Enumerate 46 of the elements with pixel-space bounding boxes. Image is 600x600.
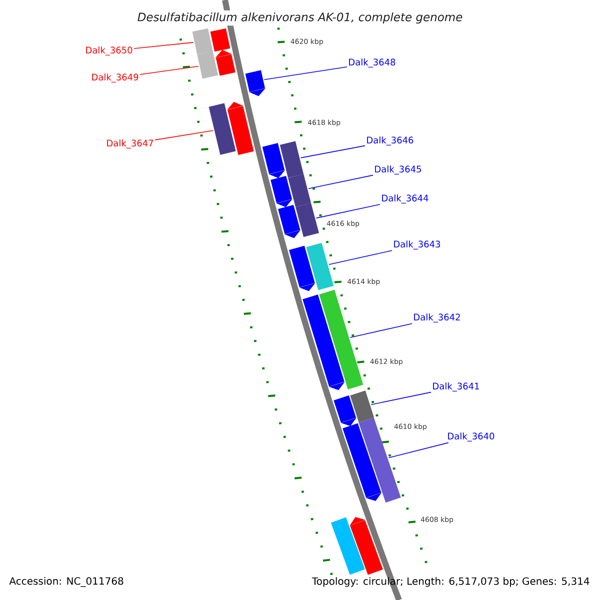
gene-feature: [270, 176, 292, 208]
leader-line: [300, 145, 366, 158]
gene-feature: [262, 142, 285, 178]
gene-label: Dalk_3640: [448, 432, 494, 442]
leader-line: [350, 323, 412, 338]
leader-line: [264, 66, 348, 80]
gene-feature: [334, 395, 356, 426]
gene-label: Dalk_3643: [394, 240, 440, 250]
gene-feature: [342, 423, 382, 502]
gene-bar: [197, 51, 218, 79]
accession-text: Accession: NC_011768: [9, 577, 124, 587]
leader-line: [154, 130, 214, 140]
gene-feature: [289, 246, 316, 292]
gene-bar: [192, 28, 213, 55]
gene-label: Dalk_3647: [107, 140, 154, 148]
gene-bar: [350, 390, 374, 422]
gene-feature: [245, 70, 266, 96]
gene-feature: [350, 517, 383, 575]
leader-line: [328, 250, 392, 265]
gene-bar: [208, 103, 236, 155]
gene-label: Dalk_3645: [375, 166, 421, 174]
leader-line: [134, 42, 194, 49]
gene-bar: [280, 141, 304, 178]
gene-label: Dalk_3650: [86, 46, 132, 56]
gene-feature: [278, 204, 300, 238]
gene-bar: [319, 290, 364, 390]
gene-label: Dalk_3642: [414, 314, 460, 322]
leader-line: [370, 392, 432, 406]
gene-bar: [330, 517, 365, 575]
gene-feature: [216, 50, 236, 76]
leader-line: [316, 204, 380, 218]
leader-line: [388, 442, 449, 458]
gene-label: Dalk_3641: [433, 382, 479, 392]
genome-info-text: Topology: circular; Length: 6,517,073 bp; Genes: 5,314: [312, 577, 590, 587]
leader-line: [140, 66, 199, 75]
gene-bar: [306, 242, 334, 290]
gene-feature: [302, 294, 345, 390]
gene-label: Dalk_3649: [92, 74, 138, 82]
gene-bar: [296, 202, 319, 238]
title: Desulfatibacillum alkenivorans AK-01, complete genome: [135, 10, 465, 26]
gene-feature: [227, 102, 254, 155]
gene-label: Dalk_3644: [382, 194, 428, 204]
leader-line: [308, 174, 374, 190]
gene-bar: [288, 174, 312, 207]
gene-label: Dalk_3648: [349, 58, 396, 68]
gene-label: Dalk_3646: [367, 136, 414, 146]
